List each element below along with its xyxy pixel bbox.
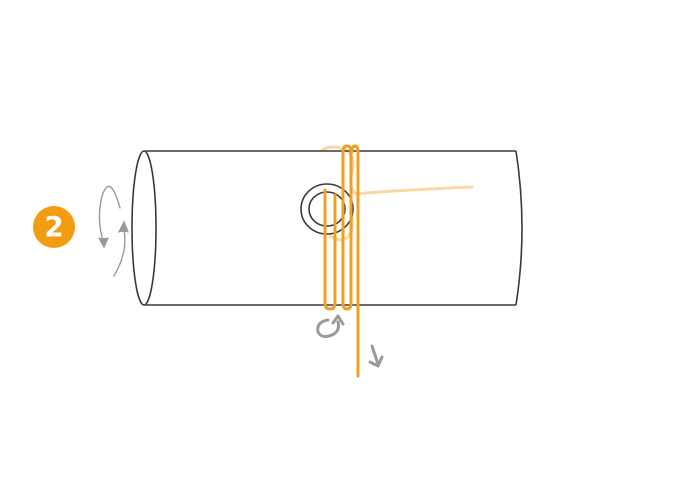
step-number-badge: 2 [33,206,75,248]
down-arrow-icon [368,344,384,368]
cord-front-segment [323,144,360,378]
cylinder-left-end [131,150,157,306]
cylinder-hole [300,183,354,235]
twist-arrow-icon [316,314,345,339]
cylinder [131,150,523,306]
cylinder-right-end [515,150,523,306]
rotate-arrows-icon [98,185,129,277]
